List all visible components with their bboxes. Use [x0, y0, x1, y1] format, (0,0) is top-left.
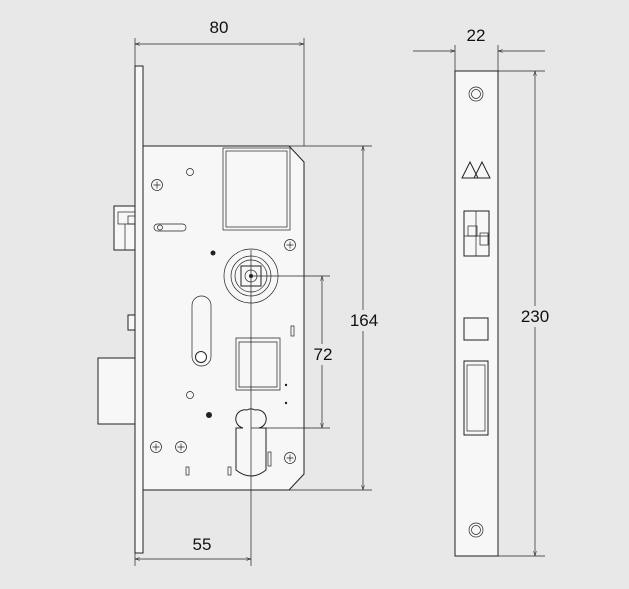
hole — [186, 391, 194, 399]
trigger-tab — [127, 314, 136, 331]
latch-slot — [153, 223, 187, 232]
screw-icon — [284, 239, 296, 251]
screw-hole-bottom — [468, 522, 484, 538]
small-slot — [227, 466, 232, 476]
lock-side-view — [97, 65, 372, 566]
screw-hole-top — [468, 86, 484, 102]
dimension-width: 80 — [135, 17, 304, 146]
bolt-window — [235, 337, 281, 391]
cylinder-keyhole-icon — [235, 408, 267, 477]
dim-face-width-label: 22 — [467, 26, 486, 45]
screw-icon — [151, 179, 163, 191]
small-slot — [290, 325, 295, 337]
forend-front-view — [454, 70, 545, 557]
trigger-square — [463, 317, 489, 341]
guide-slot — [191, 295, 212, 367]
small-slot — [267, 451, 272, 467]
deadbolt-opening — [463, 360, 489, 436]
hole — [206, 412, 212, 418]
side-forend-plate — [134, 65, 144, 554]
screw-icon — [150, 441, 162, 453]
brand-logo-icon — [461, 160, 491, 179]
latch-bolt — [113, 205, 136, 251]
lock-case-body — [142, 145, 305, 491]
dim-backset-label: 55 — [193, 535, 212, 554]
dimension-face-height: 230 — [517, 71, 553, 556]
screw-icon — [284, 452, 296, 464]
dim-body-height-label: 164 — [350, 311, 378, 330]
dimension-backset: 55 — [135, 534, 251, 566]
dimension-handle-to-cylinder: 72 — [310, 276, 336, 428]
dimension-face-width: 22 — [413, 25, 545, 71]
latch-opening — [463, 210, 490, 257]
upper-opening — [222, 147, 291, 231]
screw-icon — [175, 441, 187, 453]
dim-handle-cylinder-label: 72 — [314, 345, 333, 364]
forend-plate — [454, 70, 499, 557]
hole — [210, 250, 216, 256]
dimension-body-height: 164 — [346, 146, 382, 490]
small-slot — [185, 466, 190, 476]
dim-width-label: 80 — [210, 18, 229, 37]
dim-face-height-label: 230 — [521, 307, 549, 326]
hole — [186, 168, 194, 176]
dead-bolt — [97, 357, 136, 425]
